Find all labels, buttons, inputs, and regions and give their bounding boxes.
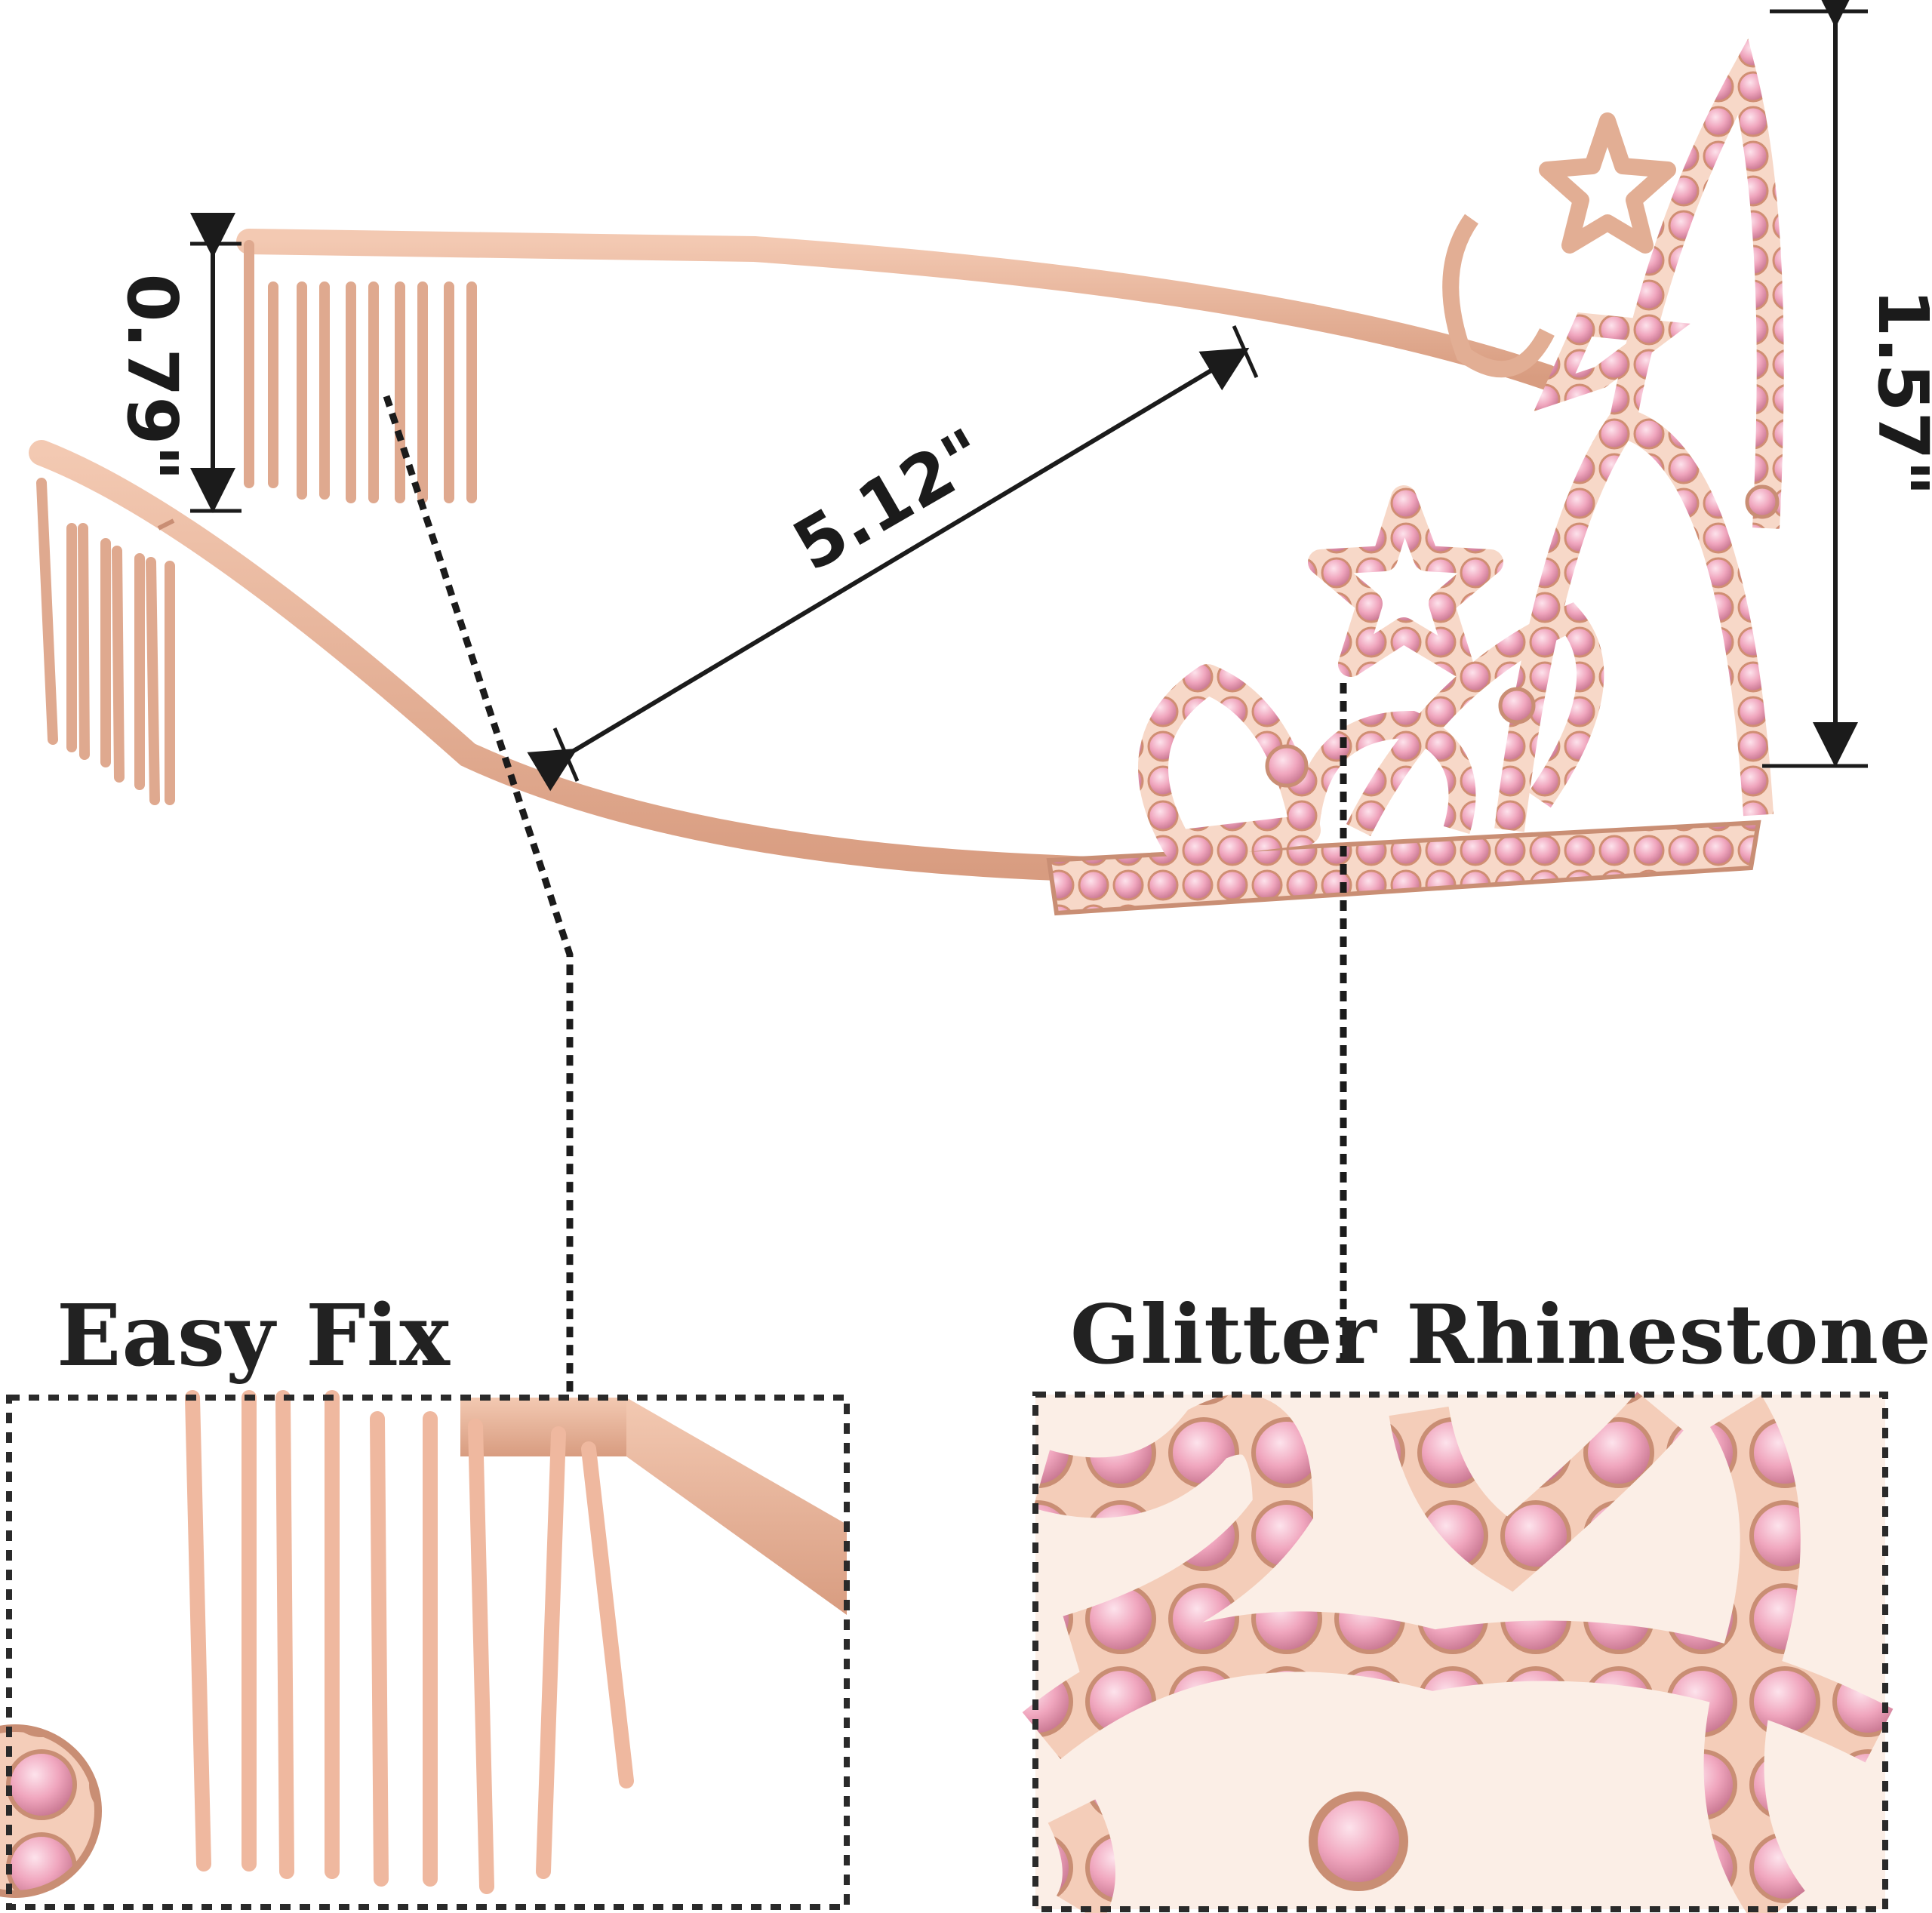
dimension-crown-height: 1.57" (1762, 0, 1932, 768)
easy-fix-leader-line (383, 395, 574, 1396)
rhinestones-zoom-box (1022, 1392, 1894, 1913)
dimension-comb-height: 0.79" (112, 213, 242, 513)
easy-fix-zoom-box (0, 1390, 850, 1910)
crown (1046, 38, 1784, 916)
dimension-band-width: 5.12" (527, 324, 1259, 792)
comb-height-label: 0.79" (112, 274, 192, 481)
glitter-rhinestones-caption: Glitter Rhinestones (1070, 1287, 1932, 1382)
crown-height-label: 1.57" (1863, 289, 1932, 497)
easy-fix-caption: Easy Fix (57, 1287, 451, 1386)
front-comb (36, 478, 175, 805)
back-comb (244, 240, 477, 503)
